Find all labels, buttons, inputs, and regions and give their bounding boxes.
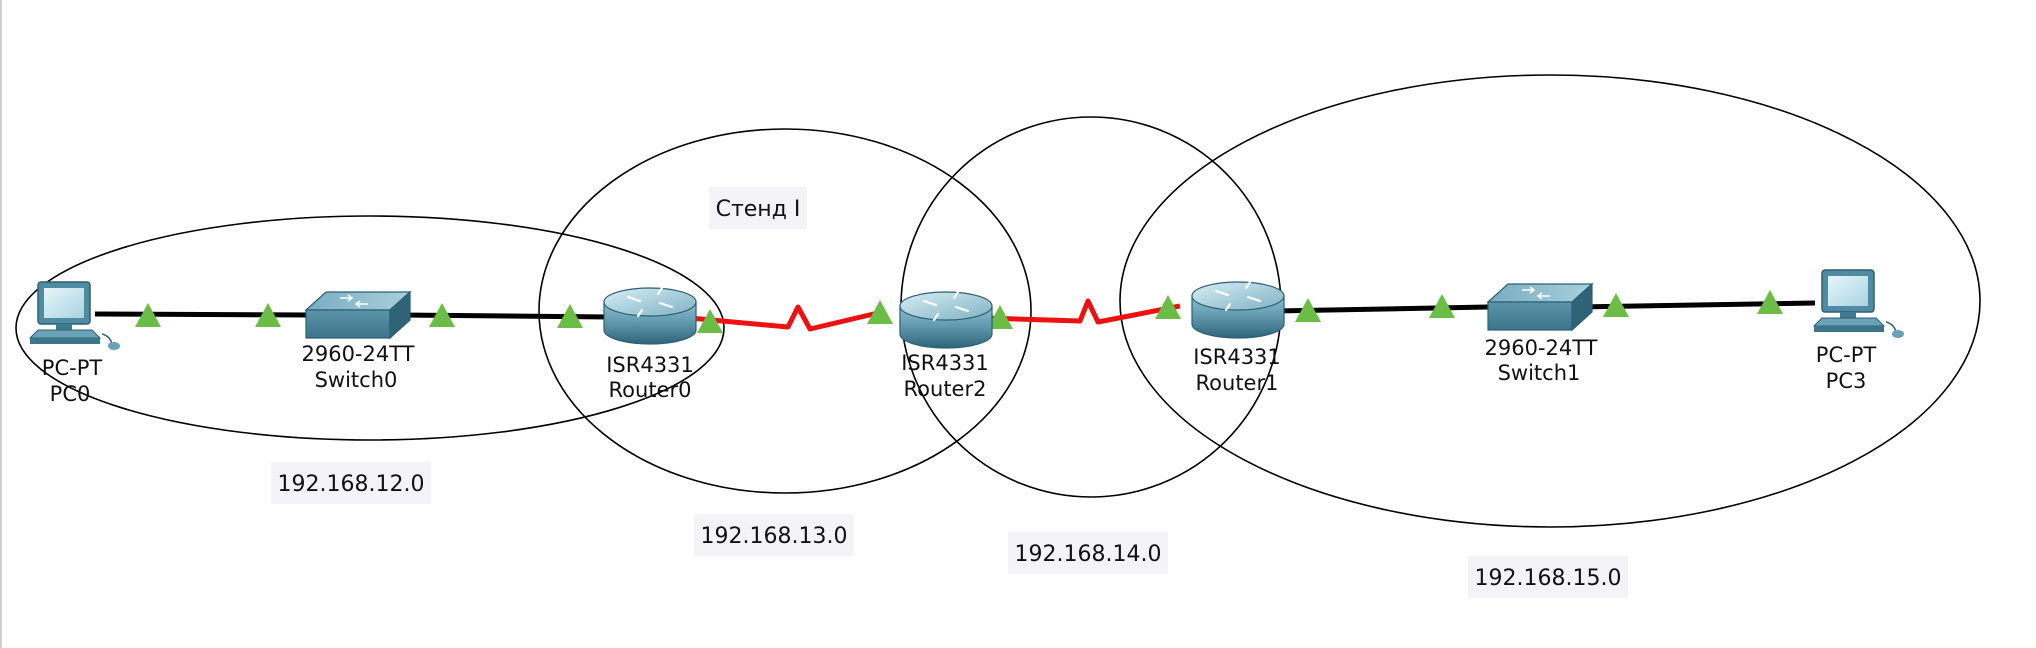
link-up-triangle xyxy=(1757,290,1783,314)
network-ellipse-192-168-13 xyxy=(538,128,1032,494)
device-model-label: PC-PT xyxy=(1816,343,1877,367)
note-network-192-168-14-0[interactable]: 192.168.14.0 xyxy=(1008,532,1168,574)
note-background xyxy=(1468,556,1628,598)
note-network-192-168-13-0[interactable]: 192.168.13.0 xyxy=(694,514,854,556)
serial-link-router2-router1[interactable] xyxy=(984,298,1181,325)
link-up-triangle xyxy=(135,303,161,327)
router-icon xyxy=(603,286,697,345)
device-name-label: Router2 xyxy=(904,377,987,401)
pc-icon xyxy=(1812,269,1904,338)
note-text: 192.168.12.0 xyxy=(278,472,425,497)
device-router0[interactable]: ISR4331 Router0 xyxy=(603,286,697,402)
note-network-192-168-15-0[interactable]: 192.168.15.0 xyxy=(1468,556,1628,598)
note-background xyxy=(694,514,854,556)
device-model-label: 2960-24TT xyxy=(301,342,414,366)
note-background xyxy=(1008,532,1168,574)
link-up-triangle xyxy=(987,305,1013,329)
note-text: 192.168.13.0 xyxy=(701,524,848,549)
canvas-left-border xyxy=(0,0,2,648)
device-name-label: Router0 xyxy=(609,378,692,402)
note-background xyxy=(709,187,807,229)
device-router2[interactable]: ISR4331 Router2 xyxy=(899,290,993,401)
note-text: 192.168.14.0 xyxy=(1015,542,1162,567)
link-up-triangle xyxy=(429,303,455,327)
note-background xyxy=(271,462,431,504)
device-switch0[interactable]: 2960-24TT Switch0 xyxy=(301,290,415,392)
switch-icon xyxy=(304,290,412,340)
device-model-label: ISR4331 xyxy=(901,351,989,375)
device-name-label: PC0 xyxy=(50,382,91,406)
device-name-label: Switch1 xyxy=(1498,361,1581,385)
link-up-triangle xyxy=(255,303,281,327)
link-status-markers xyxy=(135,290,1783,333)
serial-link-router0-router2[interactable] xyxy=(689,304,883,332)
note-text: 192.168.15.0 xyxy=(1475,566,1622,591)
link-up-triangle xyxy=(697,309,723,333)
link-up-triangle xyxy=(1603,293,1629,317)
device-model-label: PC-PT xyxy=(42,356,103,380)
ethernet-link-switch0-router0[interactable] xyxy=(399,312,611,320)
device-model-label: ISR4331 xyxy=(1193,345,1281,369)
device-name-label: Router1 xyxy=(1196,371,1279,395)
ethernet-link-pc0-switch0[interactable] xyxy=(94,311,311,318)
router-icon xyxy=(899,290,993,349)
note-text: Стенд I xyxy=(716,197,801,222)
link-up-triangle xyxy=(1429,294,1455,318)
network-ellipses xyxy=(15,74,1981,528)
router-icon xyxy=(1191,280,1285,339)
device-pc0[interactable]: PC-PT PC0 xyxy=(28,281,120,406)
pc-icon xyxy=(28,281,120,350)
device-name-label: Switch0 xyxy=(315,368,398,392)
device-model-label: 2960-24TT xyxy=(1484,336,1597,360)
switch-icon xyxy=(1486,282,1594,332)
link-up-triangle xyxy=(867,300,893,324)
device-name-label: PC3 xyxy=(1826,369,1867,393)
device-pc3[interactable]: PC-PT PC3 xyxy=(1812,269,1904,393)
device-model-label: ISR4331 xyxy=(606,353,694,377)
network-ellipse-192-168-15 xyxy=(1119,74,1981,528)
network-ellipse-192-168-12 xyxy=(15,215,725,441)
device-switch1[interactable]: 2960-24TT Switch1 xyxy=(1484,282,1598,385)
link-up-triangle xyxy=(557,304,583,328)
note-network-192-168-12-0[interactable]: 192.168.12.0 xyxy=(271,462,431,504)
device-router1[interactable]: ISR4331 Router1 xyxy=(1191,280,1285,395)
note-stand[interactable]: Стенд I xyxy=(709,187,807,229)
link-up-triangle xyxy=(1295,298,1321,322)
link-up-triangle xyxy=(1155,295,1181,319)
